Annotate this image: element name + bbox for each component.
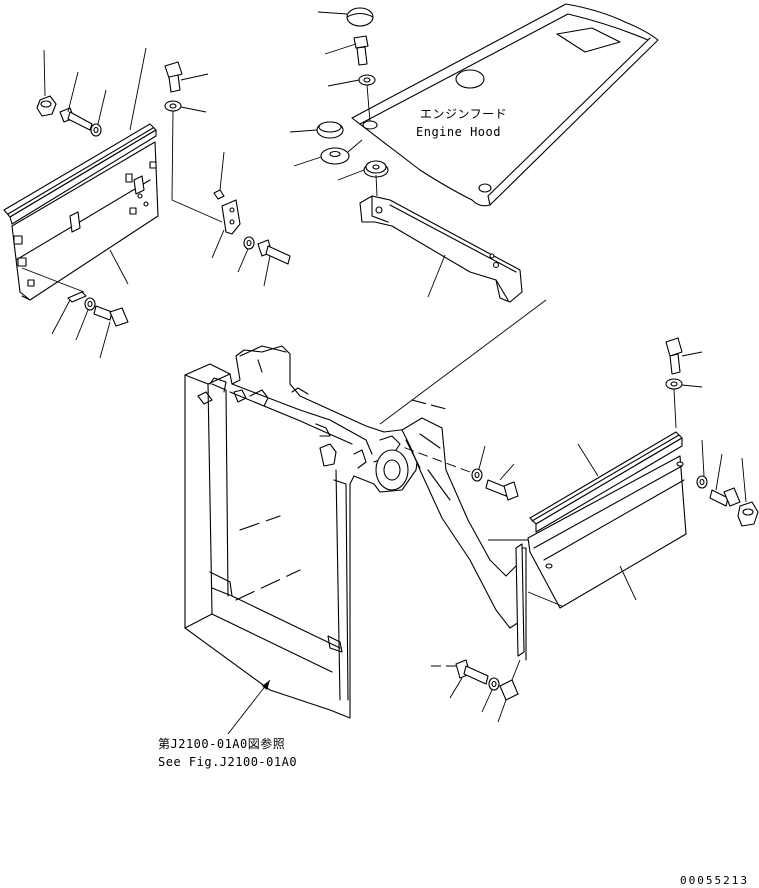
left-bolt-2 [257, 239, 291, 287]
right-cap-nut [737, 457, 759, 527]
lower-clip [497, 659, 521, 723]
left-small-screw [213, 151, 225, 200]
center-bolt [485, 463, 519, 501]
see-fig-label-en: See Fig.J2100-01A0 [158, 755, 297, 769]
right-rail [529, 431, 683, 533]
hood-washer [327, 74, 376, 87]
left-top-bolt [164, 61, 209, 93]
engine-hood: エンジンフード Engine Hood [351, 3, 659, 207]
right-top-bolt [665, 337, 703, 375]
left-lower-clip [51, 291, 87, 335]
radiator-frame [184, 345, 451, 719]
left-washer-1 [90, 89, 107, 137]
rubber-cushion-upper [289, 121, 344, 139]
left-cap-nut [36, 49, 57, 117]
right-bolt [709, 453, 741, 507]
right-washer [696, 439, 708, 489]
engine-hood-label-en: Engine Hood [416, 125, 501, 139]
center-side-plate [401, 417, 523, 629]
left-lower-washer [75, 297, 96, 341]
hood-cap [317, 7, 374, 27]
right-panel [527, 455, 687, 609]
lower-bolt [428, 659, 489, 699]
see-fig-label-jp: 第J2100-01A0図参照 [158, 736, 285, 751]
right-top-washer [665, 378, 703, 429]
center-washer [399, 445, 486, 482]
hood-spacer [337, 160, 389, 197]
drawing-number: 00055213 [680, 874, 749, 887]
left-clip-bracket [171, 199, 241, 259]
left-bolt-1 [59, 71, 93, 131]
rubber-cushion-lower [293, 139, 363, 167]
left-top-washer [164, 100, 207, 201]
left-top-panel [3, 47, 159, 301]
hood-hole [362, 120, 378, 130]
lower-washer [481, 677, 500, 713]
hood-bolt [324, 35, 369, 66]
right-support-plate [515, 543, 527, 661]
engine-hood-label-jp: エンジンフード [420, 107, 507, 121]
left-washer-2 [237, 236, 255, 273]
hood-support-bracket [359, 195, 523, 303]
left-lower-bolt [93, 305, 129, 359]
